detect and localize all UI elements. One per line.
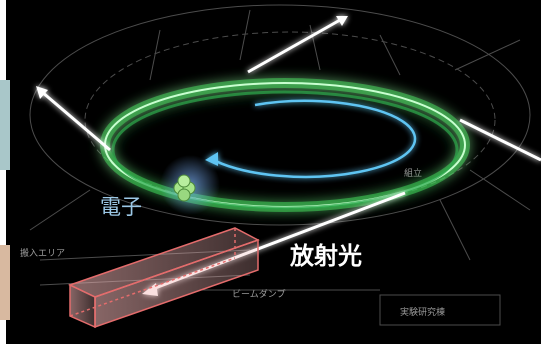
label-radiation: 放射光: [289, 242, 362, 270]
left-photo-strip-top: [0, 80, 10, 170]
label-electron: 電子: [100, 195, 142, 219]
blueprint-label-lab: 実験研究棟: [400, 306, 445, 318]
radiation-box: [68, 227, 260, 329]
electron-orbit: [205, 99, 417, 179]
blueprint-label-area: 搬入エリア: [20, 247, 65, 259]
left-photo-strip-bottom: [0, 245, 10, 320]
electron-particle: [160, 155, 220, 215]
blueprint-label-beam-dump: ビームダンプ: [232, 288, 285, 300]
blueprint-label-top-right: 組立: [404, 167, 422, 179]
